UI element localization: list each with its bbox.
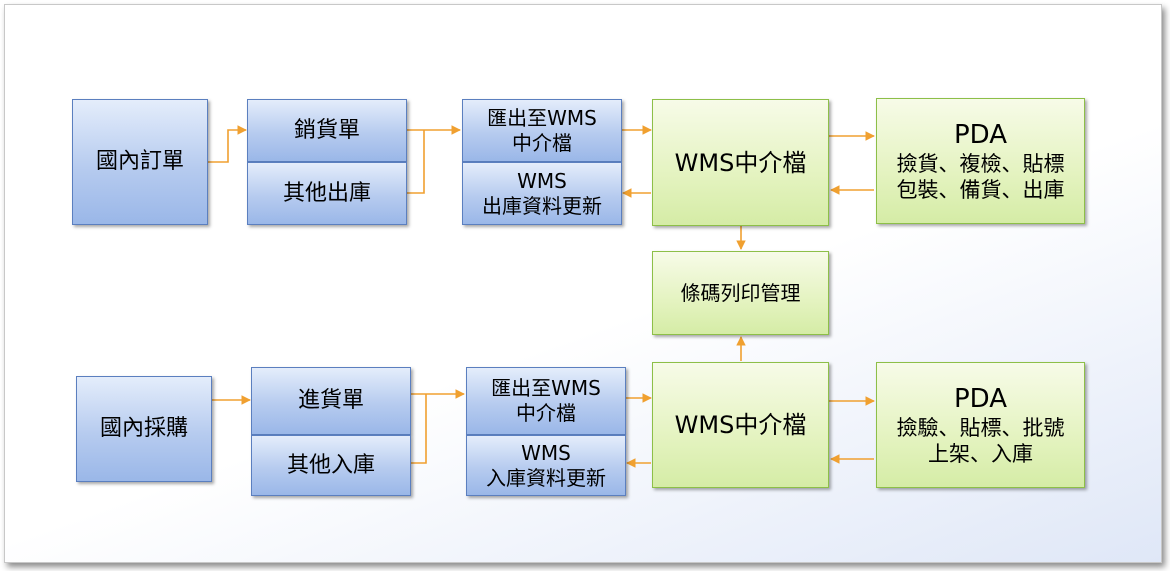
- pda-line2: 上架、入庫: [928, 442, 1033, 467]
- other-inbound-label: 其他入庫: [286, 452, 375, 478]
- pda-box-bottom: PDA 撿驗、貼標、批號 上架、入庫: [876, 362, 1085, 488]
- wms-intermediate-box-bottom: WMS中介檔: [652, 362, 829, 488]
- domestic-order-label: 國內訂單: [95, 149, 184, 175]
- pda-line1: 撿貨、複檢、貼標: [896, 152, 1065, 176]
- export-line1: 匯出至WMS: [491, 376, 601, 400]
- pda-line1: 撿驗、貼標、批號: [896, 416, 1065, 440]
- barcode-print-label: 條碼列印管理: [680, 280, 801, 305]
- sales-slip-box: 銷貨單: [247, 99, 407, 162]
- inbound-update-box: WMS 入庫資料更新: [466, 435, 626, 496]
- export-to-wms-box-bottom: 匯出至WMS 中介檔: [466, 367, 626, 435]
- outbound-update-box: WMS 出庫資料更新: [462, 162, 622, 225]
- export-line2: 中介檔: [516, 401, 576, 425]
- update-line1: WMS: [517, 168, 567, 193]
- arrow-other-in-to-export: [411, 394, 427, 464]
- receipt-slip-box: 進貨單: [251, 367, 411, 435]
- domestic-purchase-label: 國內採購: [99, 416, 188, 442]
- wms-intermediate-label: WMS中介檔: [674, 411, 807, 439]
- arrow-other-out-to-export: [407, 130, 425, 194]
- pda-box-top: PDA 撿貨、複檢、貼標 包裝、備貨、出庫: [876, 98, 1085, 224]
- pda-title: PDA: [953, 383, 1008, 414]
- pda-line2: 包裝、備貨、出庫: [896, 178, 1065, 203]
- update-line1: WMS: [521, 440, 571, 465]
- other-inbound-box: 其他入庫: [251, 435, 411, 496]
- pda-title: PDA: [953, 119, 1008, 150]
- export-to-wms-box-top: 匯出至WMS 中介檔: [462, 99, 622, 162]
- update-line2: 出庫資料更新: [482, 193, 602, 218]
- domestic-order-box: 國內訂單: [72, 99, 208, 225]
- barcode-print-box: 條碼列印管理: [652, 251, 829, 335]
- update-line2: 入庫資料更新: [486, 465, 606, 490]
- wms-intermediate-box-top: WMS中介檔: [652, 99, 829, 226]
- arrow-order-to-docs: [208, 125, 247, 163]
- wms-intermediate-label: WMS中介檔: [674, 148, 807, 177]
- sales-slip-label: 銷貨單: [293, 117, 360, 143]
- export-line2: 中介檔: [512, 130, 572, 155]
- other-outbound-box: 其他出庫: [247, 162, 407, 225]
- other-outbound-label: 其他出庫: [282, 180, 371, 206]
- receipt-slip-label: 進貨單: [297, 388, 364, 414]
- domestic-purchase-box: 國內採購: [76, 376, 212, 482]
- export-line1: 匯出至WMS: [487, 105, 597, 130]
